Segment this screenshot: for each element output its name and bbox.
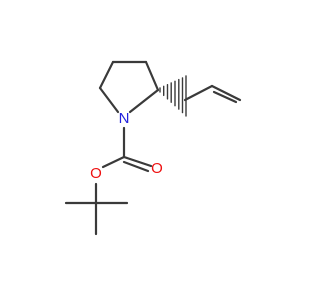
ring-bond-c2-n — [128, 88, 160, 114]
carbonyl-oxygen-atom-label: O — [151, 160, 163, 177]
allyl-double-bond-outer — [210, 84, 242, 102]
carbonyl-double-bond-outer — [122, 155, 153, 168]
allyl-double-bond-inner — [212, 90, 238, 104]
ester-oxygen-atom-label: O — [90, 165, 102, 182]
hashed-wedge-bond — [159, 75, 187, 117]
ring-bond-n-c5 — [98, 86, 120, 114]
structure-canvas: N O O — [64, 60, 242, 236]
molecule-structure: N O O — [64, 60, 242, 236]
allyl-bond-ch2-ch — [183, 84, 214, 102]
bond-carbonyl-carbon-ester-oxygen — [101, 155, 126, 169]
carbonyl-double-bond-inner — [122, 160, 150, 173]
nitrogen-atom-label: N — [119, 110, 130, 127]
ring-bond-c5-c4 — [98, 60, 115, 90]
ring-bond-c3-c2 — [144, 60, 160, 92]
